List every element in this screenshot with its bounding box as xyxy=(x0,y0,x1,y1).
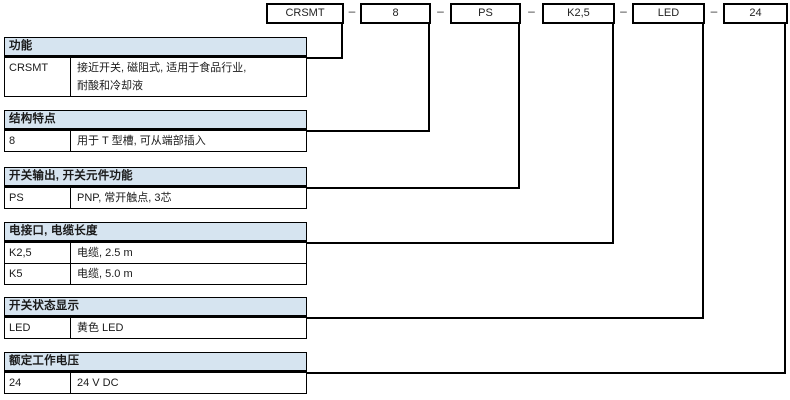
code-cell: 8 xyxy=(5,131,71,151)
table-row: CRSMT 接近开关, 磁阻式, 适用于食品行业, 耐酸和冷却液 xyxy=(5,58,306,96)
code-cell: 24 xyxy=(5,373,71,393)
connector-24 xyxy=(306,22,786,374)
code-box-k25: K2,5 xyxy=(542,3,615,24)
spec-table-switch-output: 开关输出, 开关元件功能 PS PNP, 常开触点, 3芯 xyxy=(4,167,307,209)
code-cell: K5 xyxy=(5,264,71,284)
table-row: 24 24 V DC xyxy=(5,373,306,393)
description-cell: 接近开关, 磁阻式, 适用于食品行业, 耐酸和冷却液 xyxy=(77,62,247,92)
table-row: K5 电缆, 5.0 m xyxy=(5,263,306,284)
code-separator: – xyxy=(620,4,627,18)
description-cell: 电缆, 5.0 m xyxy=(77,268,133,280)
description-cell: PNP, 常开触点, 3芯 xyxy=(77,192,172,204)
code-box-led: LED xyxy=(632,3,705,24)
table-title: 额定工作电压 xyxy=(5,353,306,373)
connector-led xyxy=(306,22,704,319)
code-separator: – xyxy=(528,4,535,18)
table-row: LED 黄色 LED xyxy=(5,318,306,338)
code-separator: – xyxy=(710,4,718,18)
spec-table-electrical-connection: 电接口, 电缆长度 K2,5 电缆, 2.5 m K5 电缆, 5.0 m xyxy=(4,222,307,285)
connector-8 xyxy=(306,22,430,132)
code-box-24: 24 xyxy=(723,3,788,24)
spec-table-design: 结构特点 8 用于 T 型槽, 可从端部插入 xyxy=(4,110,307,152)
description-cell: 用于 T 型槽, 可从端部插入 xyxy=(77,135,206,147)
connector-ps xyxy=(306,22,520,189)
description-cell: 黄色 LED xyxy=(77,322,124,334)
code-separator: – xyxy=(437,4,444,18)
connector-crsmt xyxy=(306,22,343,59)
spec-table-function: 功能 CRSMT 接近开关, 磁阻式, 适用于食品行业, 耐酸和冷却液 xyxy=(4,37,307,97)
code-separator: – xyxy=(348,4,356,18)
description-cell: 24 V DC xyxy=(77,377,119,389)
table-title: 电接口, 电缆长度 xyxy=(5,223,306,243)
connector-k25 xyxy=(306,22,614,244)
spec-table-status-display: 开关状态显示 LED 黄色 LED xyxy=(4,297,307,339)
code-box-ps: PS xyxy=(450,3,521,24)
table-row: K2,5 电缆, 2.5 m xyxy=(5,243,306,263)
spec-table-voltage: 额定工作电压 24 24 V DC xyxy=(4,352,307,394)
table-row: 8 用于 T 型槽, 可从端部插入 xyxy=(5,131,306,151)
code-cell: LED xyxy=(5,318,71,338)
table-title: 功能 xyxy=(5,38,306,58)
code-box-8: 8 xyxy=(360,3,431,24)
table-row: PS PNP, 常开触点, 3芯 xyxy=(5,188,306,208)
code-cell: PS xyxy=(5,188,71,208)
code-box-crsmt: CRSMT xyxy=(266,3,344,24)
code-cell: K2,5 xyxy=(5,243,71,263)
description-cell: 电缆, 2.5 m xyxy=(77,247,133,259)
table-title: 开关状态显示 xyxy=(5,298,306,318)
table-title: 开关输出, 开关元件功能 xyxy=(5,168,306,188)
code-cell: CRSMT xyxy=(5,58,71,96)
table-title: 结构特点 xyxy=(5,111,306,131)
